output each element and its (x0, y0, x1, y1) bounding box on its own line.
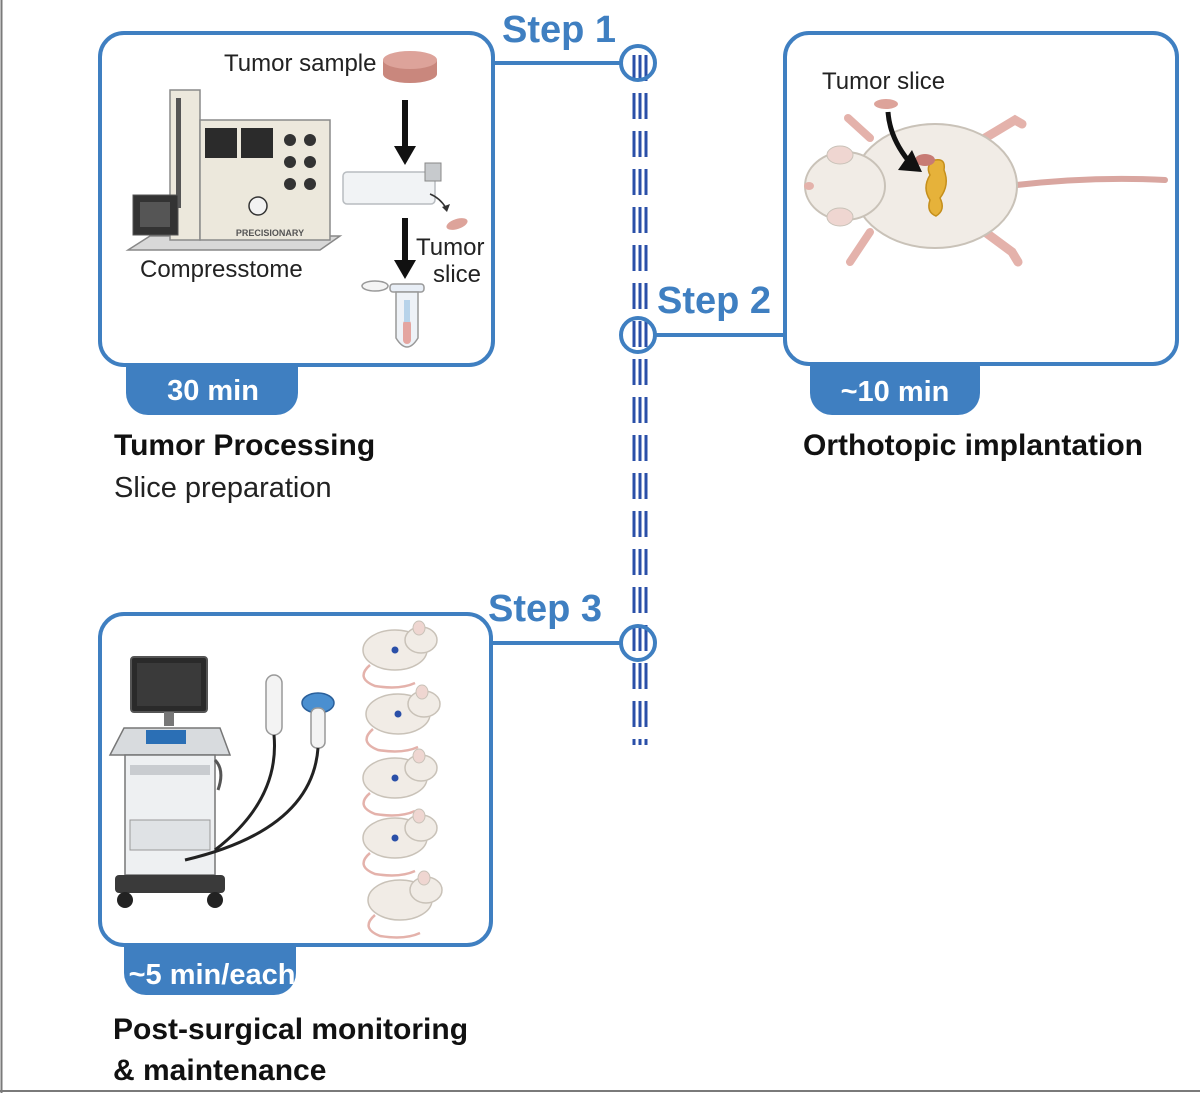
step2-label: Step 2 (657, 280, 771, 322)
step2-time: ~10 min (841, 376, 950, 408)
tumor-slice-label-line1: Tumor (416, 234, 484, 261)
collection-tube-medium (404, 300, 410, 322)
ultrasound-wheel-1 (117, 892, 133, 908)
step1-subtitle: Slice preparation (114, 472, 332, 504)
step1-time: 30 min (167, 375, 259, 407)
collection-tube-rim (389, 283, 425, 293)
step1-label: Step 1 (502, 9, 616, 51)
ultrasound-probe-linear (265, 674, 283, 736)
specimen-tube-blade (424, 162, 442, 182)
mouse-1 (362, 620, 438, 689)
timeline (619, 44, 657, 745)
mouse-2 (365, 684, 441, 753)
implant-arrow-head (898, 150, 922, 172)
step3-title-line2: & maintenance (113, 1054, 326, 1087)
timeline-node-step3 (619, 624, 657, 662)
collection-tube-liquid (403, 320, 411, 344)
collection-tube-cap (361, 280, 389, 292)
step3-time: ~5 min/each (129, 959, 296, 991)
implant-site (915, 154, 935, 166)
step3-group: Step 3 ~5 min/each (98, 588, 621, 1087)
step2-tumor-slice-disc (874, 99, 898, 109)
mouse-nose (804, 182, 814, 190)
probe-cable-1 (214, 734, 277, 852)
ultrasound-screen (137, 663, 201, 706)
probe-cable-2 (184, 747, 320, 862)
ultrasound-wheel-2 (207, 892, 223, 908)
slice-curve-arrow-head (442, 204, 450, 212)
mouse-ear-bottom (826, 207, 854, 227)
mice-column (362, 620, 443, 939)
mouse-4 (362, 808, 438, 877)
timeline-node-step1 (619, 44, 657, 82)
mouse-illustration (804, 111, 1168, 267)
mouse-3 (362, 748, 438, 817)
compresstome-label: Compresstome (140, 256, 303, 283)
mouse-front-paw-top (844, 114, 874, 142)
compresstome-brand: PRECISIONARY (236, 228, 304, 238)
ultrasound-base (115, 875, 225, 893)
small-tumor-slice (446, 218, 468, 230)
step1-group: Step 1 30 min PRECISIONARY Compresstome … (98, 9, 621, 504)
step2-tumor-slice-label: Tumor slice (822, 68, 945, 95)
arrow-down-2-head (394, 260, 416, 279)
mouse-hind-paw-bottom (980, 227, 1023, 267)
tumor-sample-disc-top (383, 51, 437, 69)
arrow-down-1-head (394, 146, 416, 165)
step2-group: Step 2 ~10 min Tumor slice Orthotopic im… (655, 31, 1179, 462)
compresstome-device: PRECISIONARY (125, 89, 343, 251)
step2-title: Orthotopic implantation (803, 429, 1143, 462)
step1-title: Tumor Processing (114, 429, 375, 462)
step3-title-line1: Post-surgical monitoring (113, 1013, 468, 1046)
specimen-tube (342, 171, 436, 205)
mouse-tail (1005, 175, 1168, 189)
mouse-front-paw-bottom (846, 228, 874, 266)
ultrasound-touchscreen (146, 730, 186, 744)
tumor-slice-label-line2: slice (433, 261, 481, 288)
mouse-5 (367, 870, 443, 939)
mouse-ear-top (826, 145, 854, 165)
tumor-sample-label: Tumor sample (224, 50, 376, 77)
step3-label: Step 3 (488, 588, 602, 630)
timeline-node-step2 (619, 316, 657, 354)
mouse-hind-paw-top (980, 114, 1027, 143)
